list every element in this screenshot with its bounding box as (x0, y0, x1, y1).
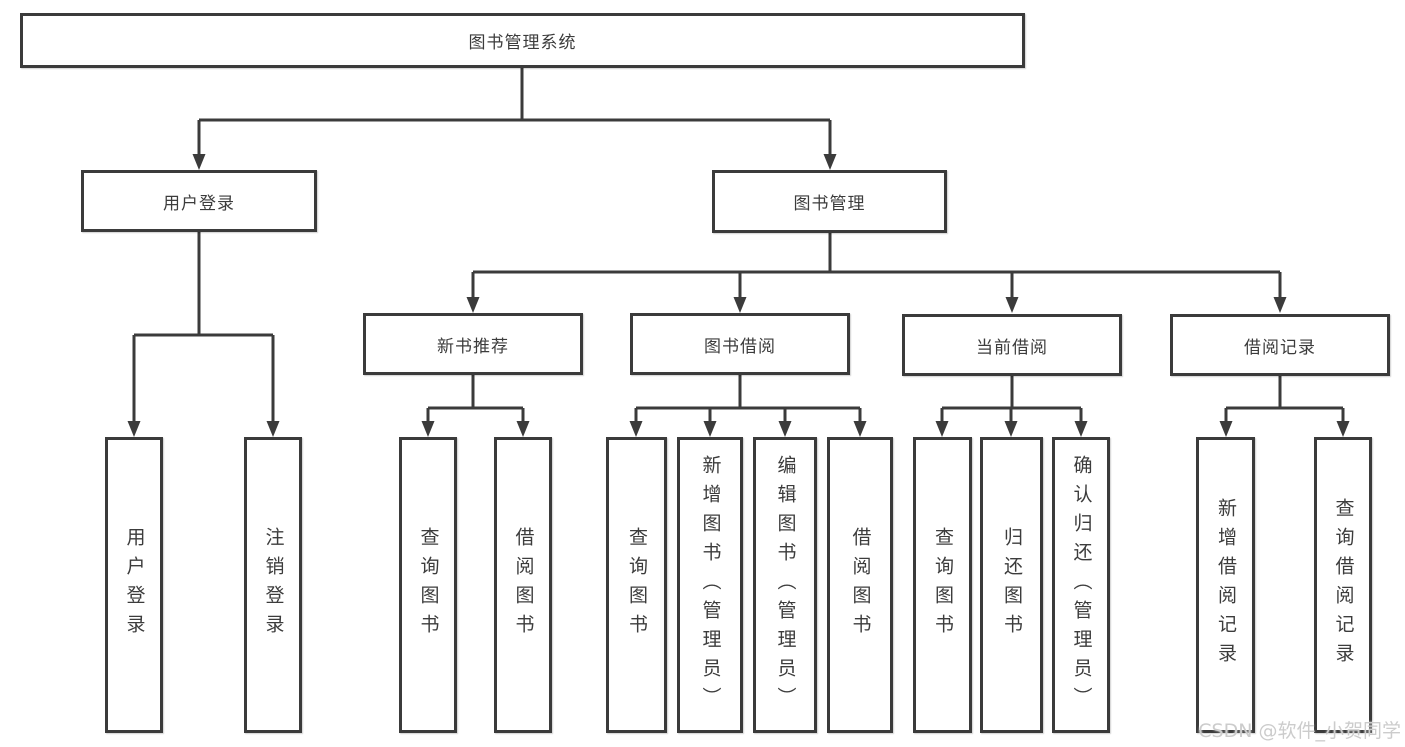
leaf-query-books-borrowing: 查询图书 (606, 437, 667, 733)
node-new-book-recommend: 新书推荐 (363, 313, 583, 375)
leaf-query-borrow-record: 查询借阅记录 (1314, 437, 1372, 733)
leaf-confirm-return-admin: 确认归还（管理员） (1052, 437, 1110, 733)
leaf-query-books-current: 查询图书 (913, 437, 972, 733)
leaf-return-books: 归还图书 (980, 437, 1043, 733)
node-book-borrowing: 图书借阅 (630, 313, 850, 375)
node-book-management: 图书管理 (712, 170, 947, 233)
leaf-logout: 注销登录 (244, 437, 302, 733)
arrowheads (127, 154, 1350, 437)
node-borrowing-records: 借阅记录 (1170, 314, 1390, 376)
leaf-edit-books-admin: 编辑图书（管理员） (753, 437, 817, 733)
leaf-borrow-books: 借阅图书 (827, 437, 893, 733)
leaf-query-books-recommend: 查询图书 (399, 437, 457, 733)
node-user-login: 用户登录 (81, 170, 317, 232)
leaf-borrow-books-recommend: 借阅图书 (494, 437, 552, 733)
node-root-system: 图书管理系统 (20, 13, 1025, 68)
leaf-add-books-admin: 新增图书（管理员） (677, 437, 743, 733)
leaf-add-borrow-record: 新增借阅记录 (1196, 437, 1255, 733)
node-current-borrowing: 当前借阅 (902, 314, 1122, 376)
csdn-watermark: CSDN @软件_小贺同学 (1198, 720, 1401, 742)
leaf-user-login: 用户登录 (105, 437, 163, 733)
